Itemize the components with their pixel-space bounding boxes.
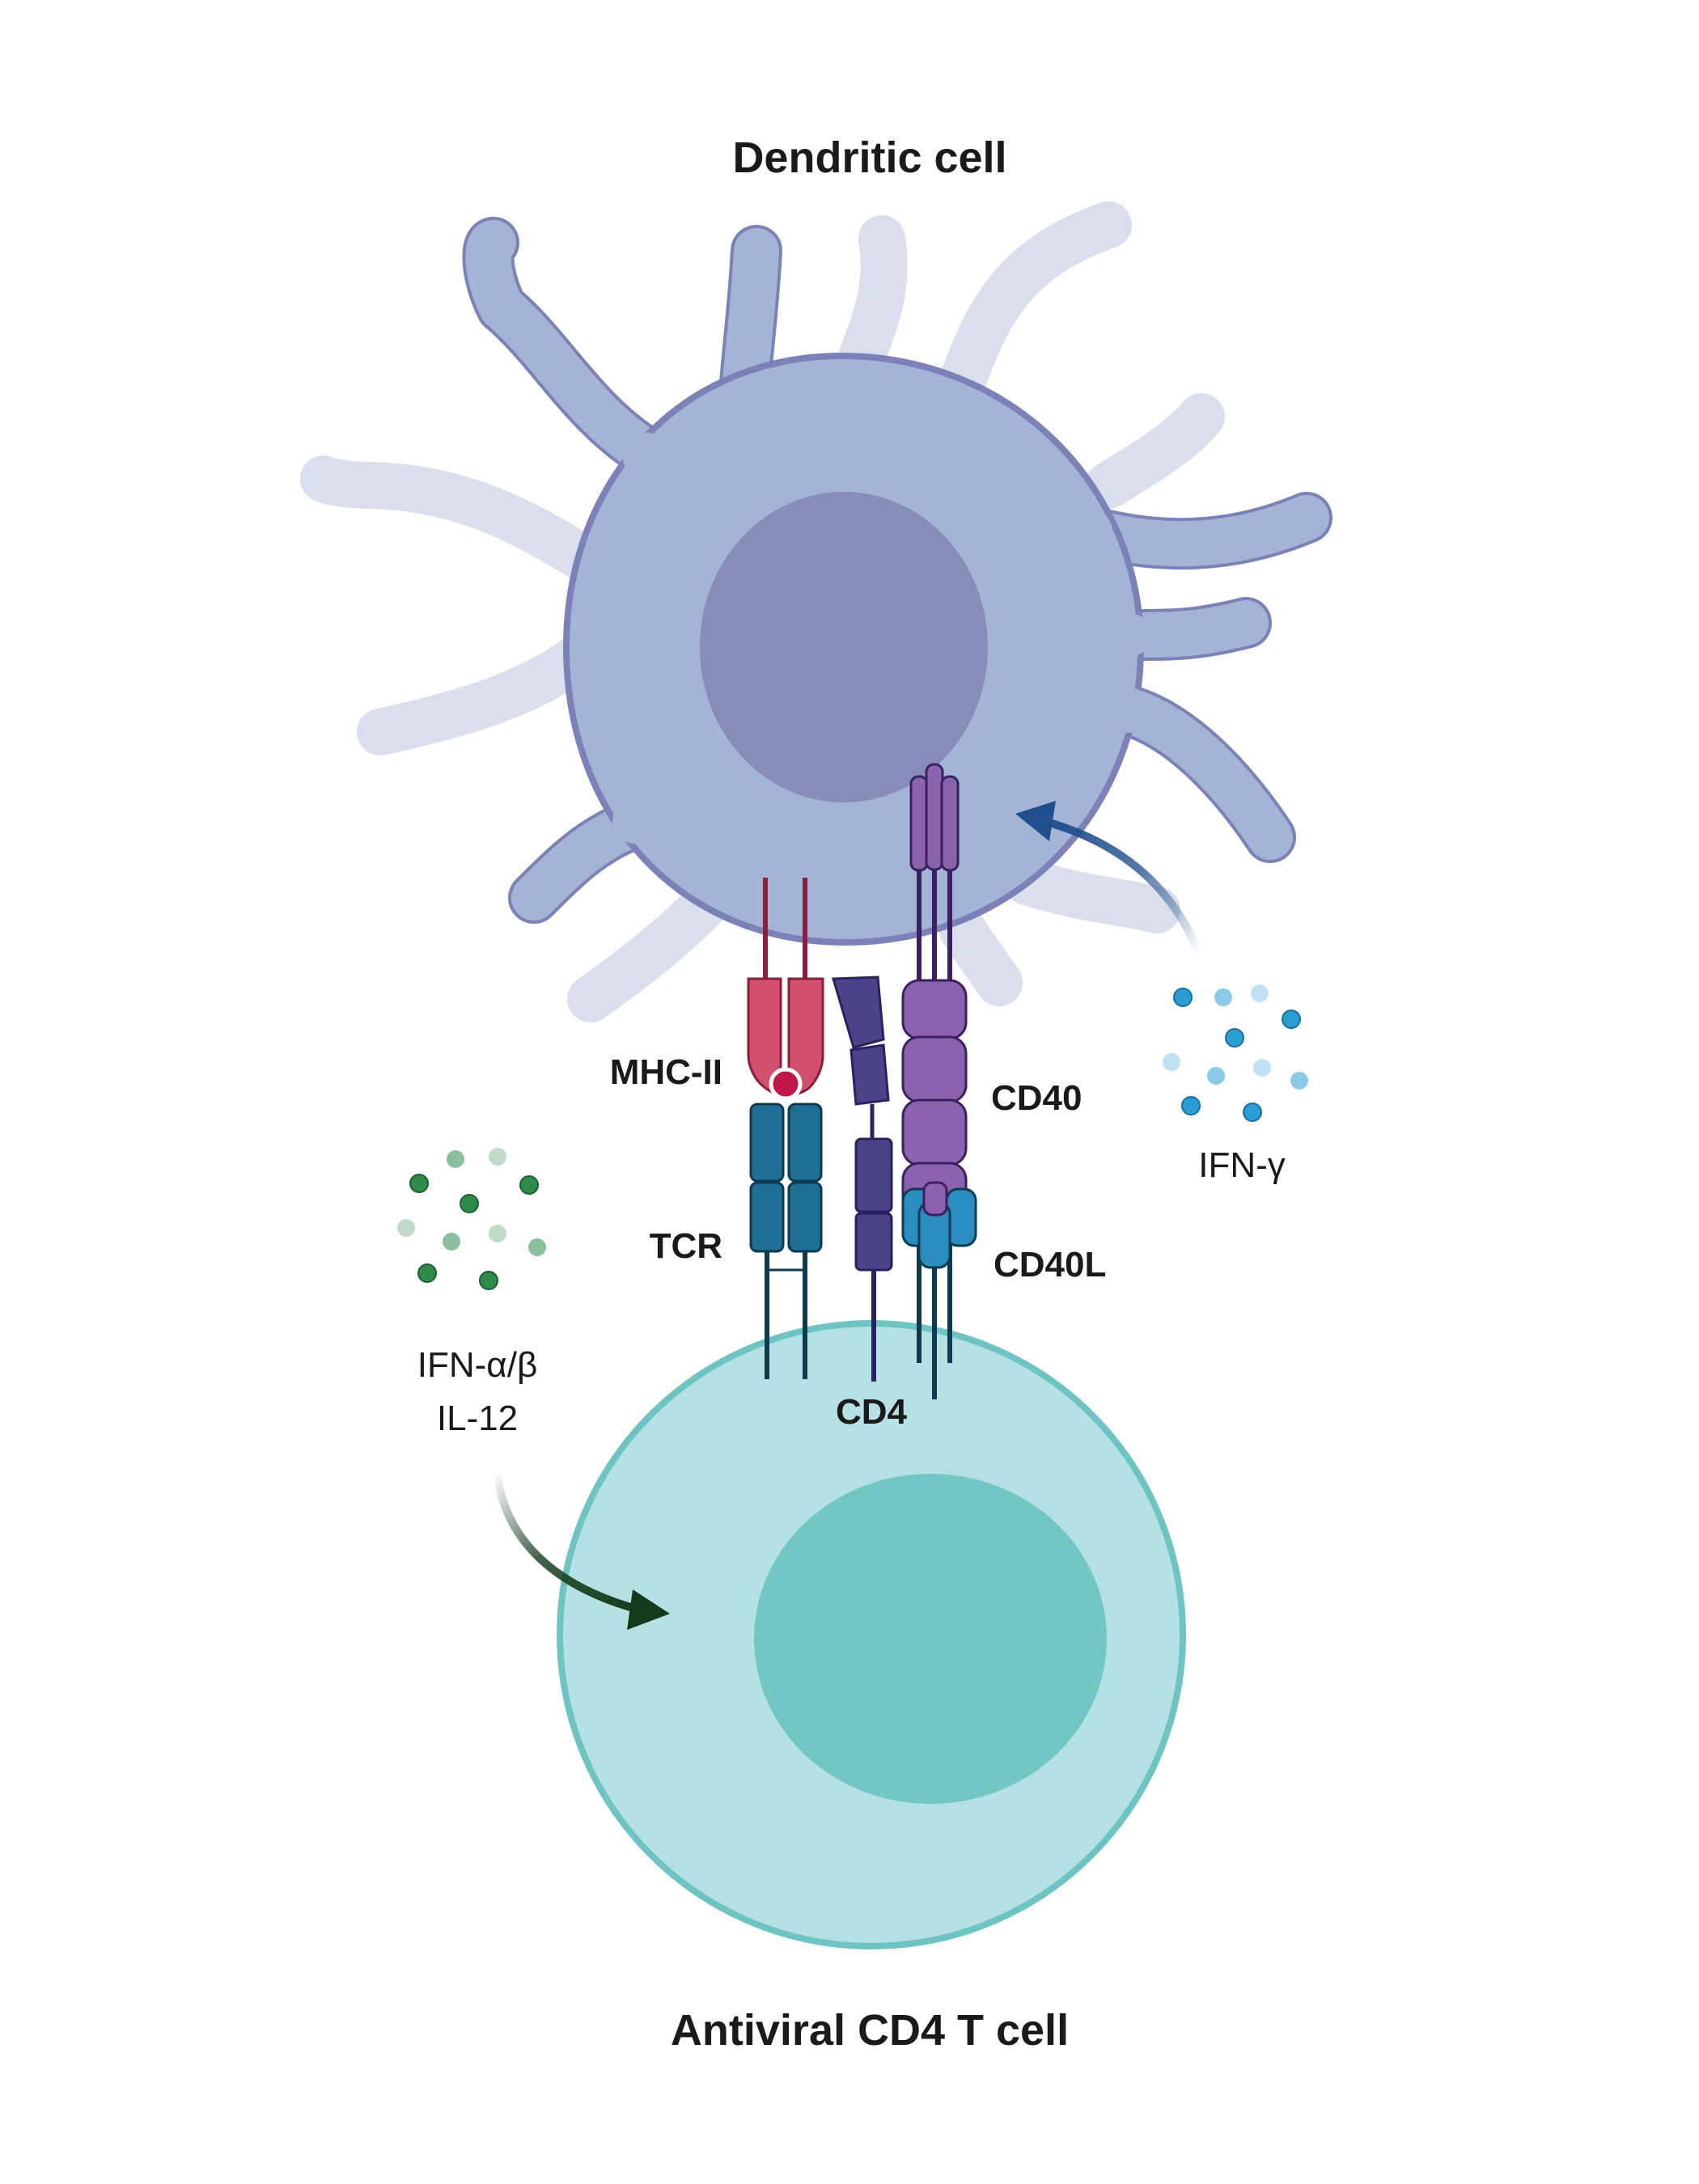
back-dendrite bbox=[834, 215, 908, 392]
back-dendrite bbox=[939, 907, 1023, 1006]
ifn-gamma-label: IFN-γ bbox=[1198, 1145, 1286, 1185]
mhc-ii-label: MHC-II bbox=[610, 1052, 722, 1092]
back-dendrite bbox=[567, 882, 727, 1022]
dendritic-cell bbox=[300, 201, 1333, 1022]
cd4-label: CD4 bbox=[836, 1392, 908, 1432]
mhc-ii-molecule bbox=[747, 878, 824, 1101]
il12-label: IL-12 bbox=[437, 1399, 518, 1438]
back-dendrite bbox=[939, 201, 1132, 404]
peptide bbox=[769, 1067, 803, 1101]
cd40-cd40l-complex bbox=[901, 763, 977, 1399]
cd40l-label: CD40L bbox=[994, 1245, 1106, 1285]
back-dendrite bbox=[357, 624, 614, 756]
ifn-gamma-cluster bbox=[1015, 801, 1308, 1122]
cd4-molecule bbox=[832, 976, 893, 1382]
back-dendrite bbox=[300, 455, 606, 582]
tcr-label: TCR bbox=[650, 1226, 722, 1266]
ifn-ab-arrow bbox=[494, 1472, 643, 1614]
tcr-molecule bbox=[749, 1103, 823, 1379]
t-cell-nucleus bbox=[754, 1474, 1107, 1804]
ifn-ab-label: IFN-α/β bbox=[417, 1345, 538, 1385]
dendritic-joins bbox=[612, 380, 1152, 844]
dendritic-nucleus bbox=[700, 492, 988, 802]
cd40-label: CD40 bbox=[991, 1078, 1083, 1118]
ifn-ab-arrowhead bbox=[627, 1589, 670, 1630]
back-dendrite bbox=[1085, 393, 1225, 509]
ifn-gamma-arrowhead bbox=[1015, 801, 1056, 841]
t-cell bbox=[557, 1320, 1186, 1949]
ifn-ab-cluster bbox=[397, 1148, 670, 1630]
ifn-gamma-arrow bbox=[1048, 819, 1201, 954]
dendritic-cell-title: Dendritic cell bbox=[732, 133, 1006, 182]
t-cell-title: Antiviral CD4 T cell bbox=[671, 2006, 1069, 2055]
ifn-ab-dots bbox=[397, 1148, 546, 1290]
back-dendrite bbox=[1004, 858, 1180, 933]
ifn-gamma-dots bbox=[1163, 984, 1308, 1122]
